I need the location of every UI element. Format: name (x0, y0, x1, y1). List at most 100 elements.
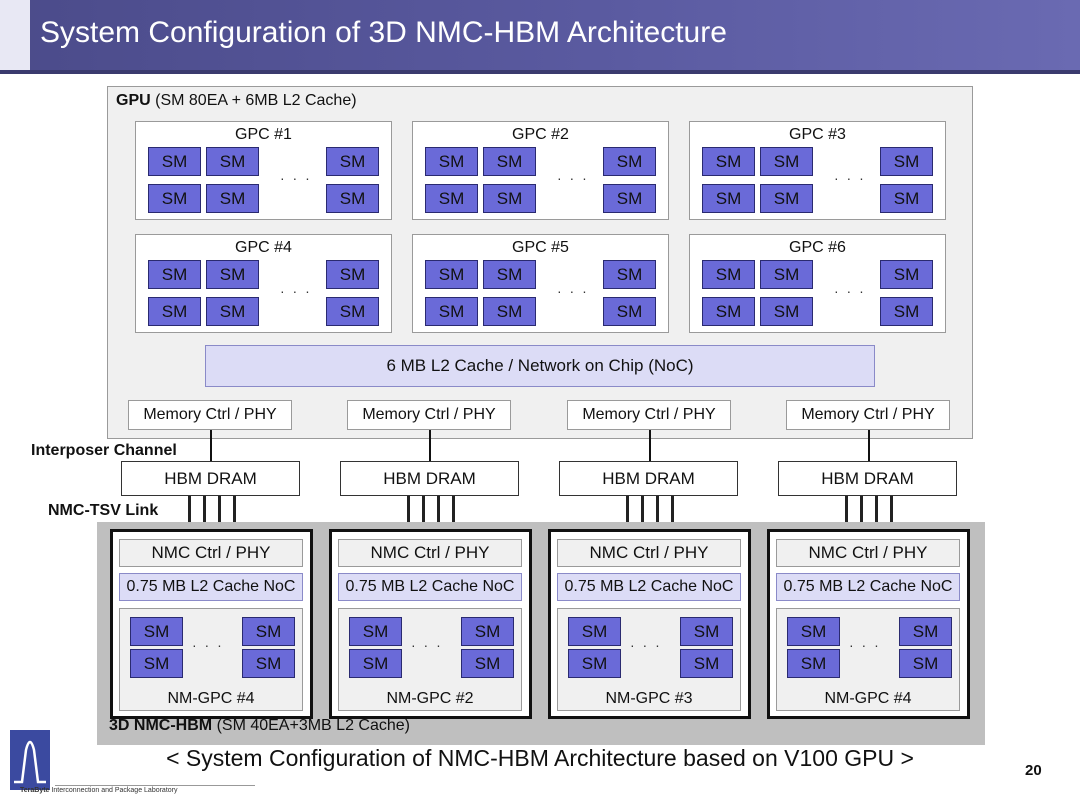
sm-ellipsis: · · · (280, 283, 312, 299)
tsv-link-line (422, 496, 425, 529)
sm-unit: SM (326, 147, 379, 176)
tsv-link-line (218, 496, 221, 529)
memory-ctrl-phy: Memory Ctrl / PHY (567, 400, 731, 430)
nmc-ctrl-phy: NMC Ctrl / PHY (557, 539, 741, 567)
interposer-channel-line (429, 430, 431, 461)
sm-unit: SM (880, 184, 933, 213)
sm-unit: SM (702, 147, 755, 176)
sm-unit: SM (787, 649, 840, 678)
nmc-label-bold: 3D NMC-HBM (109, 717, 213, 734)
sm-unit: SM (148, 260, 201, 289)
footer-line (55, 785, 255, 786)
sm-unit: SM (787, 617, 840, 646)
tsv-link-line (188, 496, 191, 529)
nmc-ctrl-phy: NMC Ctrl / PHY (119, 539, 303, 567)
nm-gpc-label: NM-GPC #4 (824, 690, 912, 707)
gpc-title: GPC #6 (789, 239, 846, 256)
sm-unit: SM (425, 184, 478, 213)
interposer-channel-line (210, 430, 212, 461)
gpc-title: GPC #1 (235, 126, 292, 143)
lab-logo (10, 730, 50, 790)
sm-unit: SM (899, 617, 952, 646)
nmc-label-spec: (SM 40EA+3MB L2 Cache) (216, 717, 410, 734)
sm-unit: SM (603, 147, 656, 176)
logo-text: TeraByte (20, 787, 50, 794)
sm-unit: SM (206, 184, 259, 213)
lab-footer: TeraByte Interconnection and Package Lab… (20, 787, 178, 794)
sm-unit: SM (206, 297, 259, 326)
tsv-link-line (641, 496, 644, 529)
sm-unit: SM (130, 649, 183, 678)
interposer-channel-line (649, 430, 651, 461)
tsv-link-line (845, 496, 848, 529)
title-accent (0, 0, 30, 70)
sm-unit: SM (702, 297, 755, 326)
sm-unit: SM (326, 184, 379, 213)
nmc-ctrl-phy: NMC Ctrl / PHY (776, 539, 960, 567)
sm-unit: SM (603, 184, 656, 213)
nm-gpc-label: NM-GPC #3 (605, 690, 693, 707)
nmc-l2-cache-noc: 0.75 MB L2 Cache NoC (119, 573, 303, 601)
nm-gpc-label: NM-GPC #4 (167, 690, 255, 707)
sm-unit: SM (326, 260, 379, 289)
tsv-link-line (452, 496, 455, 529)
tsv-link-line (407, 496, 410, 529)
sm-unit: SM (326, 297, 379, 326)
gpu-label-bold: GPU (116, 92, 151, 109)
l2-cache-noc: 6 MB L2 Cache / Network on Chip (NoC) (205, 345, 875, 387)
tsv-link-line (890, 496, 893, 529)
tsv-link-line (437, 496, 440, 529)
tsv-link-line (203, 496, 206, 529)
tsv-link-line (671, 496, 674, 529)
nmc-hbm-label: 3D NMC-HBM (SM 40EA+3MB L2 Cache) (109, 717, 410, 735)
title-bar (0, 0, 1080, 70)
sm-unit: SM (880, 297, 933, 326)
sm-unit: SM (425, 260, 478, 289)
sm-unit: SM (680, 617, 733, 646)
nmc-l2-cache-noc: 0.75 MB L2 Cache NoC (557, 573, 741, 601)
gpc-title: GPC #3 (789, 126, 846, 143)
sm-unit: SM (461, 617, 514, 646)
sm-unit: SM (702, 184, 755, 213)
sm-ellipsis: · · · (192, 637, 224, 653)
sm-ellipsis: · · · (557, 170, 589, 186)
sm-ellipsis: · · · (411, 637, 443, 653)
sm-unit: SM (425, 297, 478, 326)
sm-ellipsis: · · · (280, 170, 312, 186)
sm-unit: SM (242, 649, 295, 678)
waveform-icon (10, 730, 50, 790)
sm-unit: SM (483, 184, 536, 213)
tsv-link-line (656, 496, 659, 529)
hbm-dram: HBM DRAM (121, 461, 300, 496)
sm-unit: SM (760, 260, 813, 289)
tsv-link-line (875, 496, 878, 529)
lab-name: Interconnection and Package Laboratory (51, 787, 178, 794)
nmc-l2-cache-noc: 0.75 MB L2 Cache NoC (776, 573, 960, 601)
sm-unit: SM (148, 184, 201, 213)
gpc-title: GPC #4 (235, 239, 292, 256)
sm-unit: SM (148, 297, 201, 326)
sm-unit: SM (148, 147, 201, 176)
sm-unit: SM (760, 297, 813, 326)
sm-unit: SM (206, 147, 259, 176)
gpu-label-spec: (SM 80EA + 6MB L2 Cache) (155, 92, 357, 109)
sm-unit: SM (130, 617, 183, 646)
memory-ctrl-phy: Memory Ctrl / PHY (347, 400, 511, 430)
sm-unit: SM (461, 649, 514, 678)
sm-unit: SM (760, 147, 813, 176)
tsv-link-line (626, 496, 629, 529)
sm-unit: SM (206, 260, 259, 289)
sm-unit: SM (483, 297, 536, 326)
sm-unit: SM (680, 649, 733, 678)
hbm-dram: HBM DRAM (778, 461, 957, 496)
sm-unit: SM (425, 147, 478, 176)
sm-unit: SM (603, 297, 656, 326)
